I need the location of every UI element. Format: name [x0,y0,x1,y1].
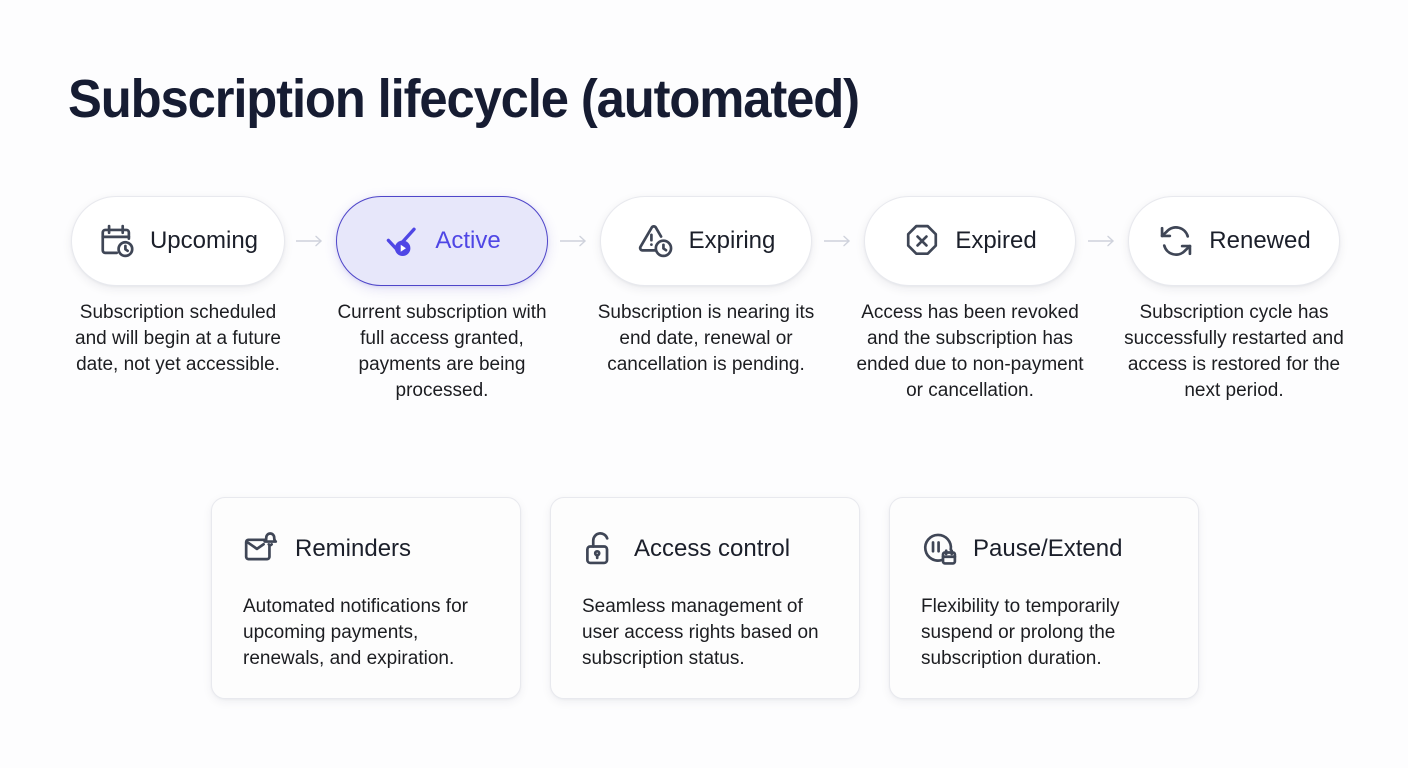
feature-cards: Reminders Automated notifications for up… [211,497,1199,699]
arrow-right-icon [560,196,588,286]
card-title: Reminders [295,535,412,562]
stage-active: Active Current subscription with full ac… [324,196,560,404]
pill-label: Expiring [688,227,776,254]
mail-bell-icon [243,530,281,568]
pill-label: Active [435,227,501,254]
card-pause-extend[interactable]: Pause/Extend Flexibility to temporarily … [889,497,1199,699]
pause-calendar-icon [921,530,959,568]
card-reminders[interactable]: Reminders Automated notifications for up… [211,497,521,699]
arrow-right-icon [824,196,852,286]
alert-triangle-clock-icon [637,222,675,260]
lifecycle-flow: Upcoming Subscription scheduled and will… [60,196,1352,446]
pill-upcoming[interactable]: Upcoming [70,196,286,286]
card-header: Reminders [243,530,492,568]
page-title: Subscription lifecycle (automated) [68,69,860,129]
stage-description: Current subscription with full access gr… [337,302,547,401]
stage-description: Subscription cycle has successfully rest… [1124,302,1344,401]
stage-description: Subscription is nearing its end date, re… [597,302,815,375]
pill-label: Renewed [1209,227,1311,254]
octagon-x-icon [903,222,941,260]
pill-renewed[interactable]: Renewed [1128,196,1340,286]
card-header: Access control [582,530,831,568]
arrow-right-icon [296,196,324,286]
card-description: Seamless management of user access right… [582,596,819,669]
stage-description: Subscription scheduled and will begin at… [75,302,281,375]
unlock-icon [582,530,620,568]
stage-renewed: Renewed Subscription cycle has successfu… [1116,196,1352,404]
stage-description: Access has been revoked and the subscrip… [856,302,1084,401]
card-access-control[interactable]: Access control Seamless management of us… [550,497,860,699]
stage-upcoming: Upcoming Subscription scheduled and will… [60,196,296,378]
pill-label: Upcoming [149,227,259,254]
card-description: Automated notifications for upcoming pay… [243,596,468,669]
pill-label: Expired [955,227,1037,254]
card-title: Pause/Extend [973,535,1123,562]
card-header: Pause/Extend [921,530,1170,568]
pill-expiring[interactable]: Expiring [600,196,812,286]
calendar-clock-icon [98,222,136,260]
card-title: Access control [634,535,791,562]
arrow-right-icon [1088,196,1116,286]
stage-expiring: Expiring Subscription is nearing its end… [588,196,824,378]
stage-expired: Expired Access has been revoked and the … [852,196,1088,404]
pill-expired[interactable]: Expired [864,196,1076,286]
card-description: Flexibility to temporarily suspend or pr… [921,596,1120,669]
refresh-cycle-icon [1157,222,1195,260]
pill-active[interactable]: Active [336,196,548,286]
check-play-icon [383,222,421,260]
